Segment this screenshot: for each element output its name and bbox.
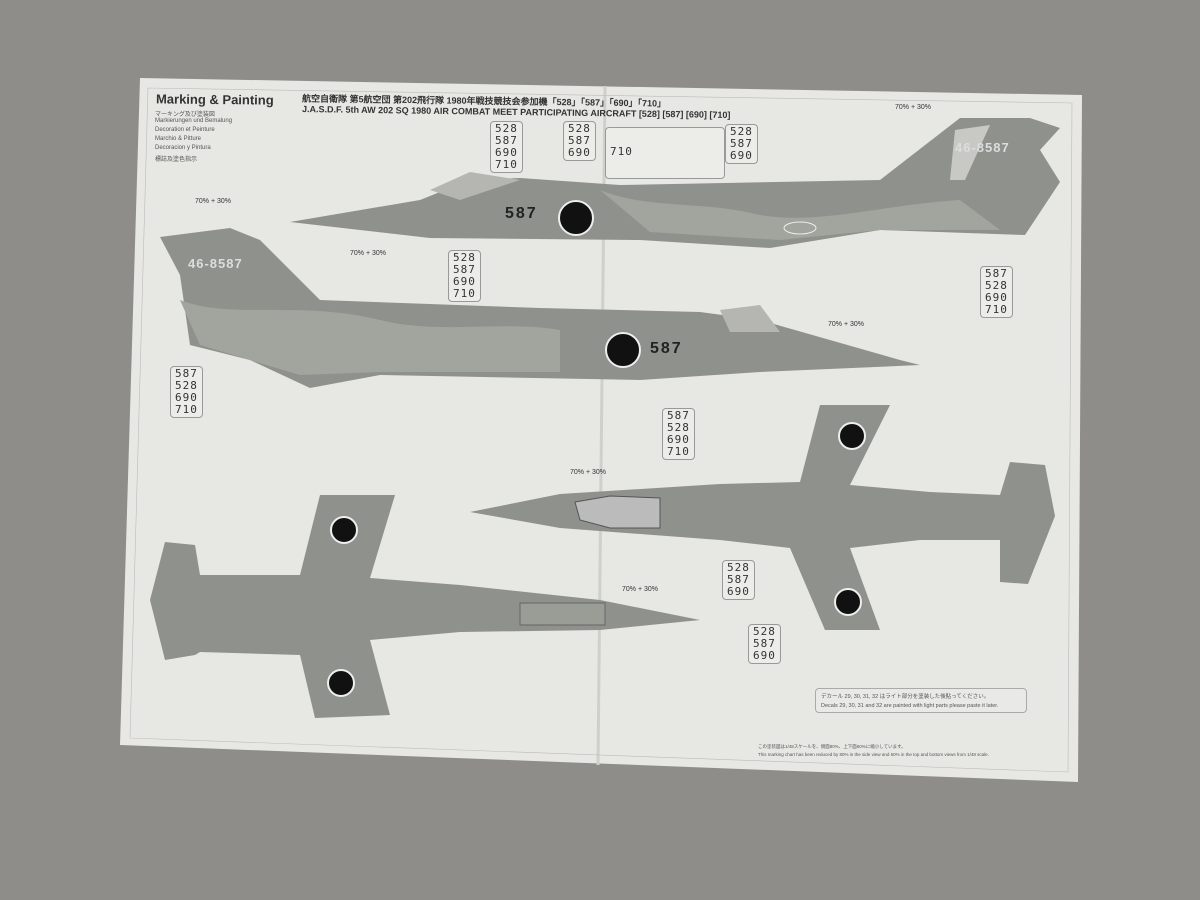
aircraft-side-view-right xyxy=(160,228,920,388)
subtitle: Decoracion y Pintura xyxy=(155,145,211,151)
code-box-cockpit: 710 xyxy=(605,127,725,179)
nose-number: 587 xyxy=(505,205,538,222)
subtitle: マーキング及び塗装図 xyxy=(155,112,215,118)
paint-mix: 70% + 30% xyxy=(622,586,658,593)
decal-note: デカール 29, 30, 31, 32 はライト部分を塗装した後貼ってください。… xyxy=(815,688,1027,713)
tail-number: 46-8587 xyxy=(188,256,243,271)
aircraft-top-view xyxy=(470,405,1055,630)
subtitle: 標誌及塗色指示 xyxy=(155,157,198,163)
footnote: This marking chart has been reduced by 8… xyxy=(758,752,989,757)
footnote: この塗装図は1/48スケールを、側面80%、上下面60%に縮小しています。 xyxy=(758,744,906,749)
subtitle: Markierungen und Bemalung xyxy=(155,118,233,124)
subtitle: Marchio & Pitture xyxy=(155,136,202,142)
paint-mix: 70% + 30% xyxy=(195,198,231,205)
aircraft-side-view-left xyxy=(290,118,1060,248)
page-title: Marking & Painting xyxy=(155,91,274,108)
paint-mix: 70% + 30% xyxy=(570,469,606,476)
paint-mix: 70% + 30% xyxy=(828,321,864,328)
border xyxy=(129,87,1073,773)
aircraft-bottom-view xyxy=(150,495,700,718)
tail-number: 46-8587 xyxy=(955,140,1010,155)
nose-number: 587 xyxy=(650,340,683,357)
subtitle: Decoration et Peinture xyxy=(155,127,215,133)
paint-mix: 70% + 30% xyxy=(350,250,386,257)
paint-mix: 70% + 30% xyxy=(895,104,931,111)
